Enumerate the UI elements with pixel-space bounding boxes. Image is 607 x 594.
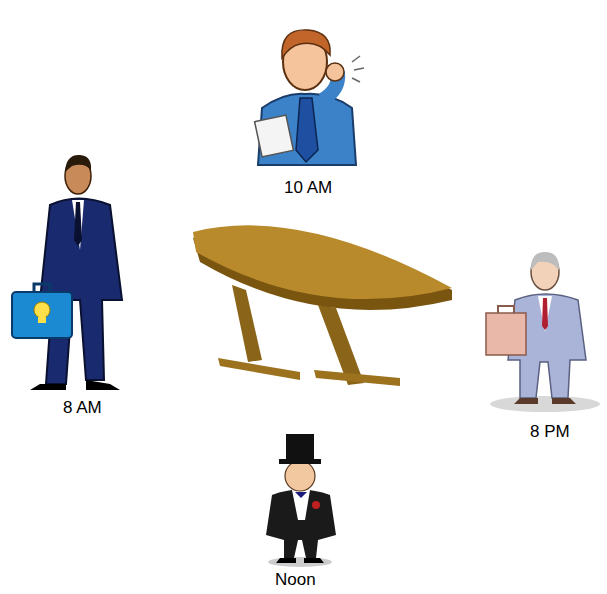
lightbulb-base — [38, 317, 46, 323]
hair — [65, 155, 91, 172]
table-foot — [218, 358, 300, 380]
top-hat-man — [266, 434, 336, 567]
fist — [326, 63, 344, 81]
table-top — [193, 225, 452, 299]
top-hat — [286, 434, 314, 462]
time-label: 10 AM — [284, 178, 332, 198]
shoes — [514, 398, 576, 404]
lightbulb — [34, 302, 50, 318]
briefcase-handle — [34, 284, 50, 292]
time-label: 8 AM — [63, 398, 102, 418]
time-label: 8 PM — [530, 422, 570, 442]
shoes — [30, 380, 120, 390]
hair — [282, 30, 330, 58]
hat-brim — [279, 459, 321, 464]
papers — [255, 115, 294, 157]
table-leg — [232, 285, 262, 362]
flower — [312, 501, 320, 509]
briefcase — [486, 313, 526, 355]
tie — [296, 98, 318, 162]
shadow — [268, 557, 332, 567]
tie — [74, 202, 82, 246]
cough-marks — [352, 56, 364, 82]
coughing-man — [255, 30, 364, 165]
briefcase — [12, 292, 72, 338]
time-label: Noon — [275, 570, 316, 590]
shadow — [490, 396, 600, 412]
hair — [531, 252, 559, 270]
head — [285, 461, 315, 491]
table — [193, 225, 452, 386]
businessman-left — [12, 155, 122, 390]
bow-tie — [295, 492, 307, 498]
shoes — [276, 558, 324, 563]
table-foot — [314, 370, 400, 386]
shirt — [72, 200, 84, 250]
businessman-right — [486, 252, 600, 412]
shirt — [292, 490, 310, 520]
shirt — [538, 296, 552, 332]
coat — [266, 490, 336, 559]
briefcase-handle — [498, 306, 514, 313]
tie — [542, 298, 548, 330]
